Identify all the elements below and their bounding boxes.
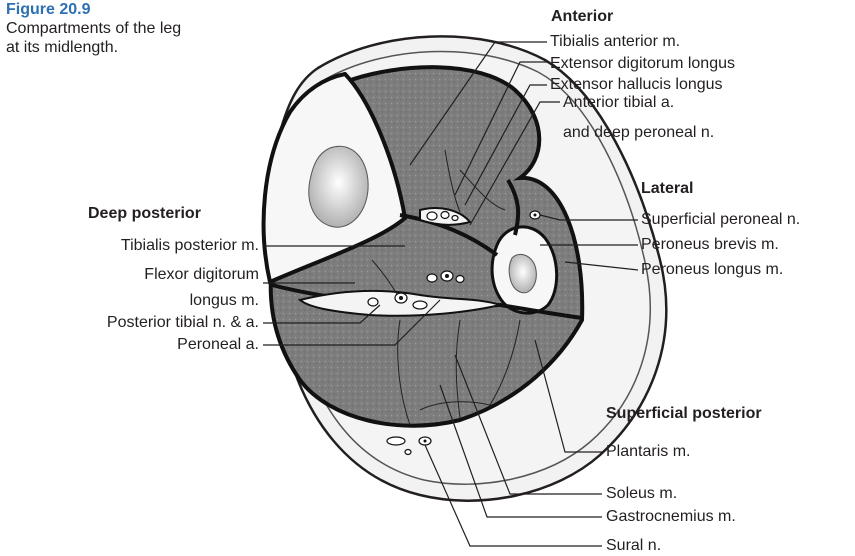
heading-anterior: Anterior	[551, 8, 613, 26]
label-extensor-digitorum-longus: Extensor digitorum longus	[550, 55, 735, 73]
heading-superficial-posterior: Superficial posterior	[606, 405, 762, 423]
label-flexor-digitorum-2: longus m.	[0, 292, 259, 310]
label-superficial-peroneal-n: Superficial peroneal n.	[641, 211, 800, 229]
label-posterior-tibial: Posterior tibial n. & a.	[0, 314, 259, 332]
label-tibialis-anterior: Tibialis anterior m.	[550, 33, 680, 51]
label-sural-n: Sural n.	[606, 537, 661, 555]
label-extensor-hallucis-longus: Extensor hallucis longus	[550, 76, 723, 94]
label-peroneal-a: Peroneal a.	[0, 336, 259, 354]
label-deep-peroneal-n: and deep peroneal n.	[563, 124, 714, 142]
heading-deep-posterior: Deep posterior	[88, 205, 201, 223]
label-soleus: Soleus m.	[606, 485, 677, 503]
label-flexor-digitorum-1: Flexor digitorum	[0, 266, 259, 284]
label-peroneus-brevis: Peroneus brevis m.	[641, 236, 779, 254]
fibula-marrow	[509, 254, 536, 292]
tibia-marrow	[309, 146, 368, 227]
label-gastrocnemius: Gastrocnemius m.	[606, 508, 736, 526]
label-anterior-tibial-a: Anterior tibial a.	[563, 94, 674, 112]
heading-lateral: Lateral	[641, 180, 693, 198]
label-plantaris: Plantaris m.	[606, 443, 690, 461]
label-peroneus-longus: Peroneus longus m.	[641, 261, 783, 279]
label-tibialis-posterior: Tibialis posterior m.	[0, 237, 259, 255]
